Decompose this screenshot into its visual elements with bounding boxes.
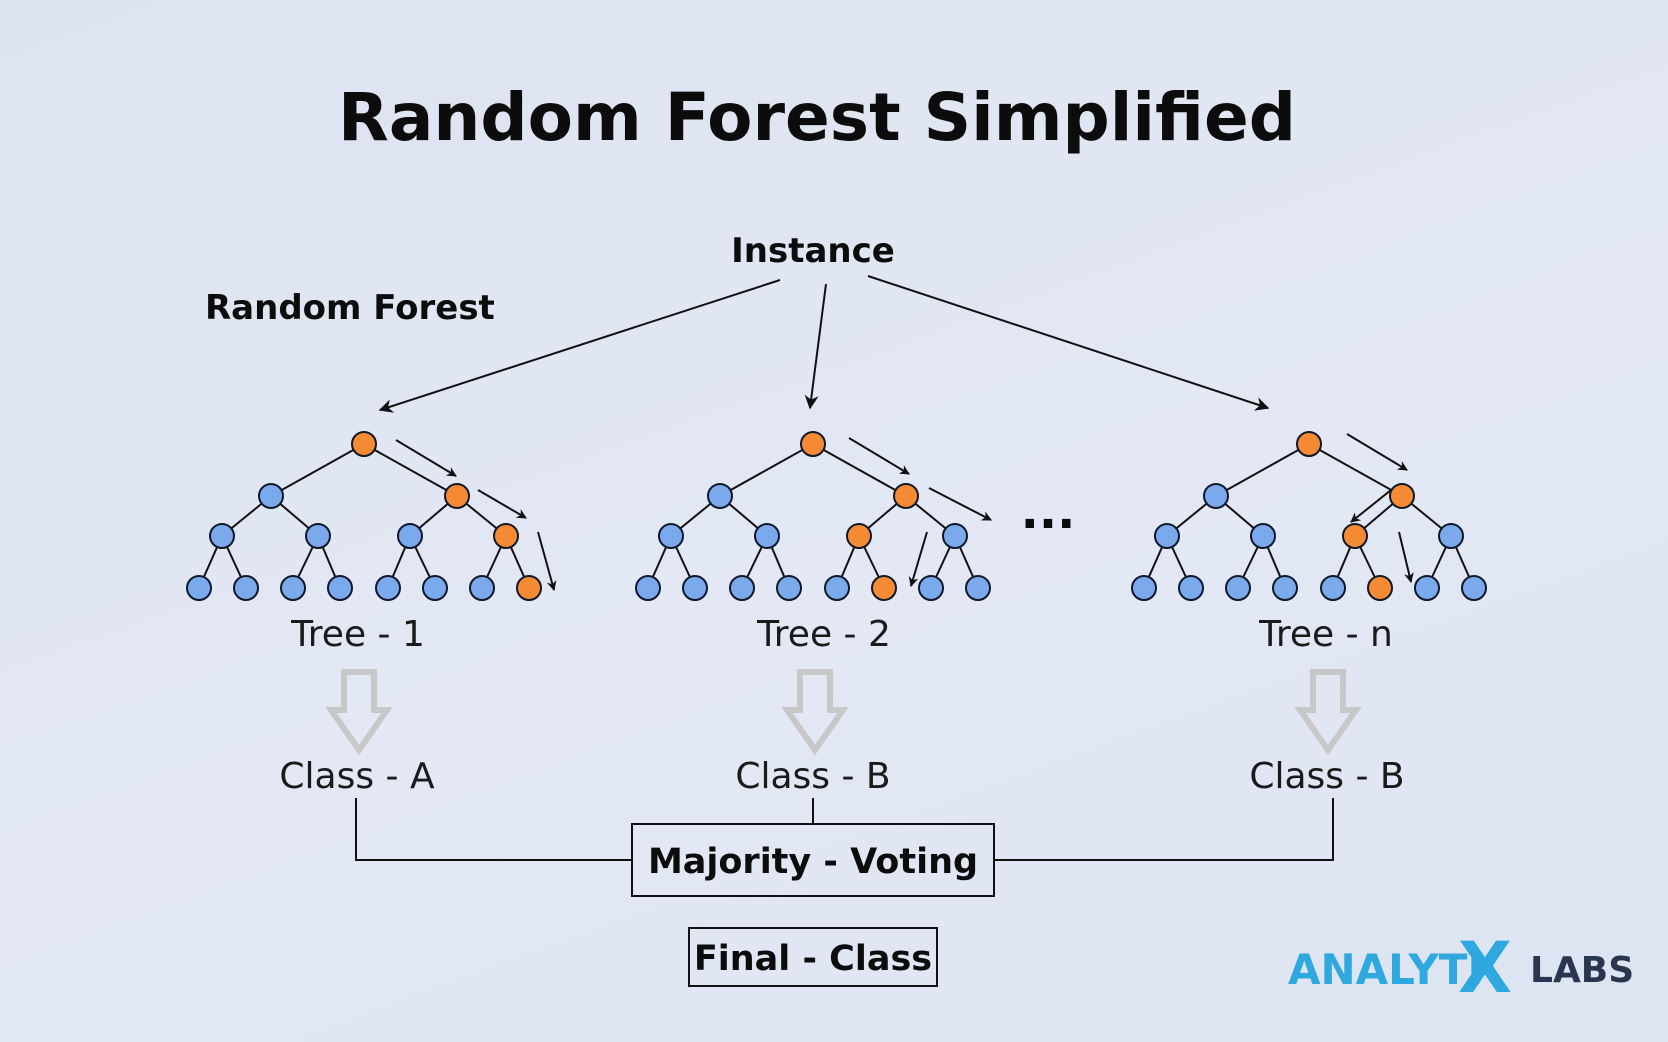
tree-node bbox=[233, 575, 259, 601]
decision-path-arrow bbox=[1350, 489, 1392, 523]
arrow-to-tree-1 bbox=[378, 279, 781, 413]
voting-connectors bbox=[355, 798, 1334, 861]
logo-text-analyti: ANALYTI bbox=[1288, 945, 1483, 994]
tree-2 bbox=[635, 431, 992, 601]
tree-node bbox=[305, 523, 331, 549]
tree-node-path bbox=[1296, 431, 1322, 457]
class-2-label: Class - B bbox=[735, 756, 890, 797]
majority-voting-label: Majority - Voting bbox=[648, 842, 978, 882]
tree-node-path bbox=[1342, 523, 1368, 549]
tree-node-path bbox=[893, 483, 919, 509]
tree-node bbox=[918, 575, 944, 601]
tree-n-label: Tree - n bbox=[1258, 614, 1393, 655]
tree-node-path bbox=[351, 431, 377, 457]
decision-path-arrow bbox=[395, 439, 457, 477]
arrow-to-tree-n bbox=[867, 275, 1270, 411]
logo-text-x: X bbox=[1458, 927, 1512, 1009]
logo-text-labs: LABS bbox=[1530, 950, 1634, 991]
tree-node-path bbox=[871, 575, 897, 601]
ellipsis: ... bbox=[1021, 484, 1076, 540]
instance-arrows bbox=[378, 275, 1270, 413]
tree-node-path bbox=[1367, 575, 1393, 601]
tree-node bbox=[942, 523, 968, 549]
tree-node bbox=[658, 523, 684, 549]
decision-path-arrow bbox=[1346, 433, 1408, 471]
tree-node bbox=[1320, 575, 1346, 601]
tree-node bbox=[1225, 575, 1251, 601]
trees-group bbox=[186, 431, 1487, 601]
down-arrow-2 bbox=[781, 669, 849, 756]
decision-path-arrow bbox=[848, 437, 910, 475]
class-1-label: Class - A bbox=[279, 756, 435, 797]
decision-path-arrow bbox=[928, 487, 992, 521]
tree-node bbox=[776, 575, 802, 601]
tree-node-path bbox=[493, 523, 519, 549]
tree-n bbox=[1131, 431, 1487, 601]
tree-node bbox=[258, 483, 284, 509]
tree-node bbox=[1178, 575, 1204, 601]
decision-path-arrow bbox=[537, 531, 557, 591]
tree-node bbox=[965, 575, 991, 601]
tree-node bbox=[1461, 575, 1487, 601]
down-arrow-1 bbox=[325, 669, 393, 756]
tree-node bbox=[327, 575, 353, 601]
tree-node bbox=[824, 575, 850, 601]
tree-node bbox=[1438, 523, 1464, 549]
tree-edge bbox=[719, 443, 814, 497]
tree-edge bbox=[363, 443, 458, 497]
final-class-box bbox=[688, 927, 938, 987]
instance-label: Instance bbox=[731, 231, 895, 271]
decision-path-arrow bbox=[477, 489, 527, 519]
tree-edge bbox=[270, 443, 365, 497]
tree-node bbox=[682, 575, 708, 601]
tree-node bbox=[754, 523, 780, 549]
random-forest-label: Random Forest bbox=[205, 288, 495, 328]
decision-path-arrow bbox=[1398, 531, 1414, 583]
majority-voting-box bbox=[631, 823, 995, 897]
tree-edge bbox=[1308, 443, 1403, 497]
tree-node bbox=[375, 575, 401, 601]
tree-node bbox=[1272, 575, 1298, 601]
analytixlabs-logo: ANALYTI X LABS bbox=[1288, 927, 1634, 1009]
class-n-label: Class - B bbox=[1249, 756, 1404, 797]
page-title: Random Forest Simplified bbox=[338, 79, 1296, 156]
tree-node bbox=[397, 523, 423, 549]
tree-node-path bbox=[800, 431, 826, 457]
tree-1-label: Tree - 1 bbox=[290, 614, 425, 655]
tree-node bbox=[707, 483, 733, 509]
tree-node bbox=[469, 575, 495, 601]
hollow-arrows bbox=[325, 669, 1362, 756]
connector-class-n bbox=[994, 798, 1334, 861]
tree-node-path bbox=[516, 575, 542, 601]
arrow-to-tree-2 bbox=[804, 283, 827, 410]
tree-node bbox=[280, 575, 306, 601]
tree-node bbox=[1414, 575, 1440, 601]
down-arrow-n bbox=[1294, 669, 1362, 756]
tree-node bbox=[209, 523, 235, 549]
tree-node bbox=[1131, 575, 1157, 601]
decision-path-arrow bbox=[908, 531, 928, 587]
tree-node bbox=[1154, 523, 1180, 549]
tree-edge bbox=[812, 443, 907, 497]
tree-node-path bbox=[1389, 483, 1415, 509]
tree-node-path bbox=[444, 483, 470, 509]
tree-edge bbox=[1215, 443, 1310, 497]
tree-node bbox=[422, 575, 448, 601]
tree-node bbox=[1203, 483, 1229, 509]
tree-node bbox=[186, 575, 212, 601]
tree-2-label: Tree - 2 bbox=[756, 614, 891, 655]
tree-1 bbox=[186, 431, 557, 601]
tree-node bbox=[635, 575, 661, 601]
final-class-label: Final - Class bbox=[694, 939, 932, 979]
tree-node bbox=[1250, 523, 1276, 549]
tree-node-path bbox=[846, 523, 872, 549]
connector-class-1 bbox=[355, 798, 632, 861]
tree-node bbox=[729, 575, 755, 601]
